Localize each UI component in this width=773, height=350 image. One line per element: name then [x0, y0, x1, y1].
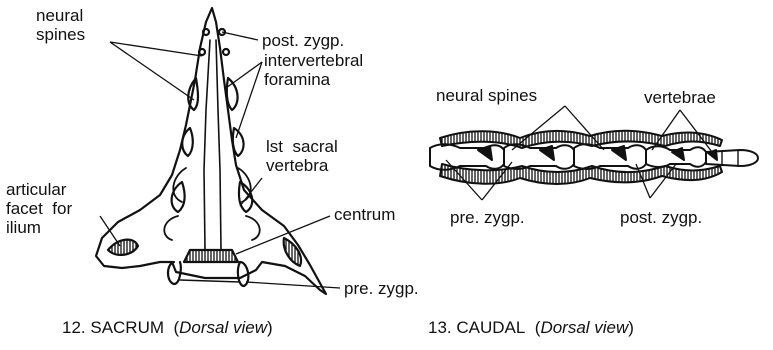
sacrum-base-bottom	[180, 280, 240, 282]
leader-foramina-1	[226, 62, 262, 88]
articular-facet-right	[284, 238, 301, 266]
leader-sacral-vertebra	[240, 178, 262, 206]
sacrum-median-line-left	[204, 40, 210, 250]
label-articular-facet: articular facet for ilium	[6, 180, 72, 237]
label-neural-spines: neural spines	[36, 6, 85, 44]
articular-facet-left	[108, 240, 138, 255]
leader-foramina-2	[236, 62, 262, 138]
leader-post-zygp	[222, 32, 258, 40]
leader-centrum	[236, 216, 330, 254]
leader-articular-facet	[100, 216, 120, 246]
spine-knob	[223, 49, 229, 55]
sacrum-median-line-right	[216, 40, 221, 250]
spine-knob	[199, 49, 205, 55]
caption-sacrum: 12. SACRUM (Dorsal view)	[62, 318, 273, 337]
caption-caudal: 13. CAUDAL (Dorsal view)	[428, 318, 634, 337]
label-caudal-pre-zygp: pre. zygp.	[450, 208, 525, 227]
label-first-sacral-vertebra: lst sacral vertebra	[266, 137, 338, 175]
leader-caudal-vertebrae-2	[680, 110, 712, 152]
caption-sacrum-title: 12. SACRUM	[62, 318, 164, 337]
caption-sacrum-view: Dorsal view	[179, 318, 267, 337]
label-caudal-vertebrae: vertebrae	[644, 88, 716, 107]
label-post-zygp: post. zygp.	[262, 31, 344, 50]
caudal-spine-5	[708, 150, 717, 160]
sacrum-centrum	[184, 250, 238, 262]
label-intervertebral-foramina: intervertebral foramina	[264, 51, 363, 89]
label-centrum: centrum	[334, 205, 395, 224]
leader-neural-spines-1	[110, 42, 202, 56]
label-caudal-post-zygp: post. zygp.	[620, 208, 702, 227]
label-caudal-neural-spines: neural spines	[436, 86, 537, 105]
caption-caudal-title: 13. CAUDAL	[428, 318, 525, 337]
spine-knob	[203, 29, 209, 35]
leader-neural-spines-2	[110, 42, 194, 100]
label-pre-zygp: pre. zygp.	[344, 279, 419, 298]
leader-pre-zygp	[246, 282, 340, 288]
caption-caudal-view: Dorsal view	[540, 318, 628, 337]
caudal-vertebra-3	[574, 144, 646, 169]
